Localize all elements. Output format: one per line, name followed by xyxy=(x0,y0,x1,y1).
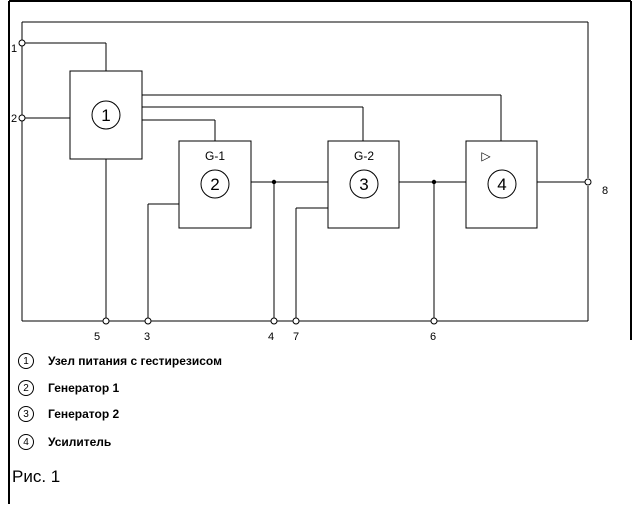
figure-caption: Рис. 1 xyxy=(12,467,61,486)
block-1: 1 xyxy=(69,70,143,160)
legend-text: Узел питания с гестирезисом xyxy=(48,354,222,368)
block-2-number: 2 xyxy=(210,175,219,194)
legend-item: 2 Генератор 1 xyxy=(18,378,119,398)
junction-dots xyxy=(271,179,437,185)
terminal-3 xyxy=(144,317,152,325)
legend-text: Генератор 2 xyxy=(48,407,120,421)
pin-labels: 1 2 3 4 5 6 7 8 xyxy=(11,43,608,343)
legend-item: 1 Узел питания с гестирезисом xyxy=(18,351,222,371)
legend-number-circle: 1 xyxy=(18,353,34,369)
legend-item: 3 Генератор 2 xyxy=(18,404,119,424)
block-1-number-circle xyxy=(91,100,121,130)
block-4: ▷ 4 xyxy=(465,140,538,229)
pin-label-8: 8 xyxy=(602,185,608,197)
block-4-number: 4 xyxy=(497,175,506,194)
pin-label-2: 2 xyxy=(11,113,17,125)
block-2-label: G-1 xyxy=(205,149,225,163)
figure-frame xyxy=(8,0,632,504)
legend-text: Усилитель xyxy=(48,435,112,449)
legend-number-circle: 4 xyxy=(18,434,34,450)
block-3: G-2 3 xyxy=(327,140,400,229)
legend-item: 4 Усилитель xyxy=(18,432,111,452)
terminal-7 xyxy=(292,317,300,325)
terminal-6 xyxy=(430,317,438,325)
block-4-number-circle xyxy=(487,169,517,199)
legend-text: Генератор 1 xyxy=(48,381,120,395)
pin-label-4: 4 xyxy=(268,331,274,343)
terminal-8 xyxy=(584,178,592,186)
pin-label-3: 3 xyxy=(144,331,150,343)
terminal-1 xyxy=(18,39,26,47)
terminal-2 xyxy=(18,114,26,122)
pin-label-5: 5 xyxy=(94,331,100,343)
wires xyxy=(21,21,589,322)
junction-dot xyxy=(431,179,437,185)
pin-label-6: 6 xyxy=(430,331,436,343)
junction-dot xyxy=(271,179,277,185)
block-4-amplifier-symbol: ▷ xyxy=(481,149,491,163)
terminals xyxy=(18,39,592,325)
pin-label-7: 7 xyxy=(293,331,299,343)
terminal-4 xyxy=(270,317,278,325)
block-3-number: 3 xyxy=(359,175,368,194)
block-3-label: G-2 xyxy=(354,149,374,163)
pin-label-1: 1 xyxy=(11,43,17,55)
block-1-number: 1 xyxy=(101,106,110,125)
block-2: G-1 2 xyxy=(178,140,252,229)
legend-number-circle: 2 xyxy=(18,380,34,396)
block-3-number-circle xyxy=(349,169,379,199)
terminal-5 xyxy=(102,317,110,325)
block-2-number-circle xyxy=(200,169,230,199)
legend-number-circle: 3 xyxy=(18,406,34,422)
